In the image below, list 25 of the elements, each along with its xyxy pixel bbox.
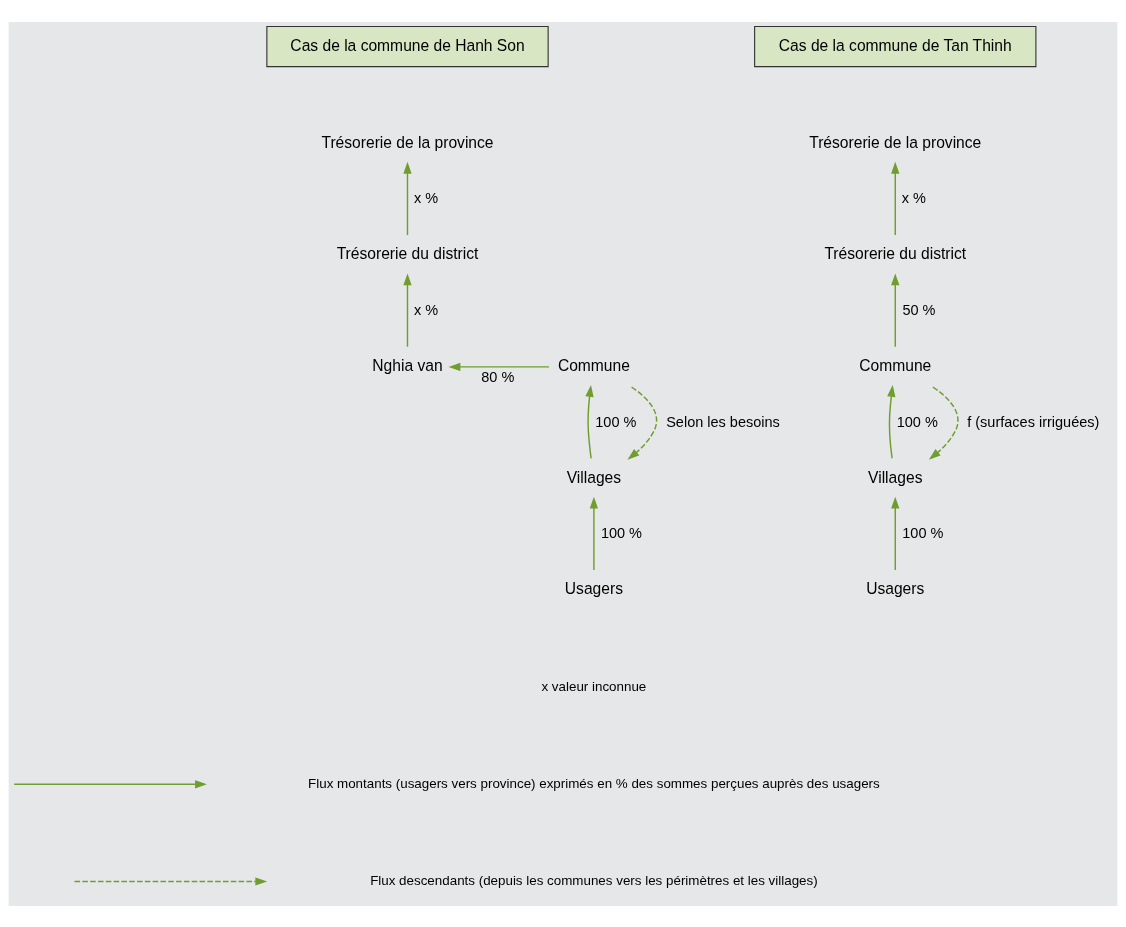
- node-text: Commune: [557, 356, 630, 374]
- node-text: Trésorerie du district: [336, 244, 479, 262]
- legend-label: Flux descendants (depuis les communes vers les périmètres et les villages): [370, 872, 818, 888]
- node-text: Usagers: [866, 579, 925, 597]
- edge-label: 100 %: [600, 524, 643, 541]
- edge-label: f (surfaces irriguées): [967, 413, 1100, 429]
- node-text: Villages: [868, 468, 923, 486]
- node-text: Trésorerie de la province: [321, 133, 494, 151]
- edge-label: x %: [414, 189, 439, 206]
- label: x valeur inconnue: [541, 678, 647, 694]
- node-text: Villages: [566, 468, 622, 486]
- edge-label: x %: [901, 189, 926, 206]
- node-text: Commune: [859, 356, 932, 374]
- legend-label: Flux montants (usagers vers province) exprimés en % des sommes perçues auprès des usagers: [308, 775, 880, 791]
- node-text: Nghia van: [372, 356, 443, 374]
- edge-label: 50 %: [902, 301, 936, 318]
- edge-label: 100 %: [595, 413, 637, 429]
- node-text: Trésorerie du district: [824, 244, 967, 262]
- edge-label: 100 %: [896, 413, 938, 429]
- edge-label: Selon les besoins: [666, 413, 780, 429]
- edge-label: x %: [414, 301, 439, 318]
- edge-label: 80 %: [481, 368, 515, 385]
- edge-label: 100 %: [902, 524, 944, 541]
- node-text: Usagers: [564, 579, 623, 597]
- node-text: Trésorerie de la province: [809, 133, 982, 151]
